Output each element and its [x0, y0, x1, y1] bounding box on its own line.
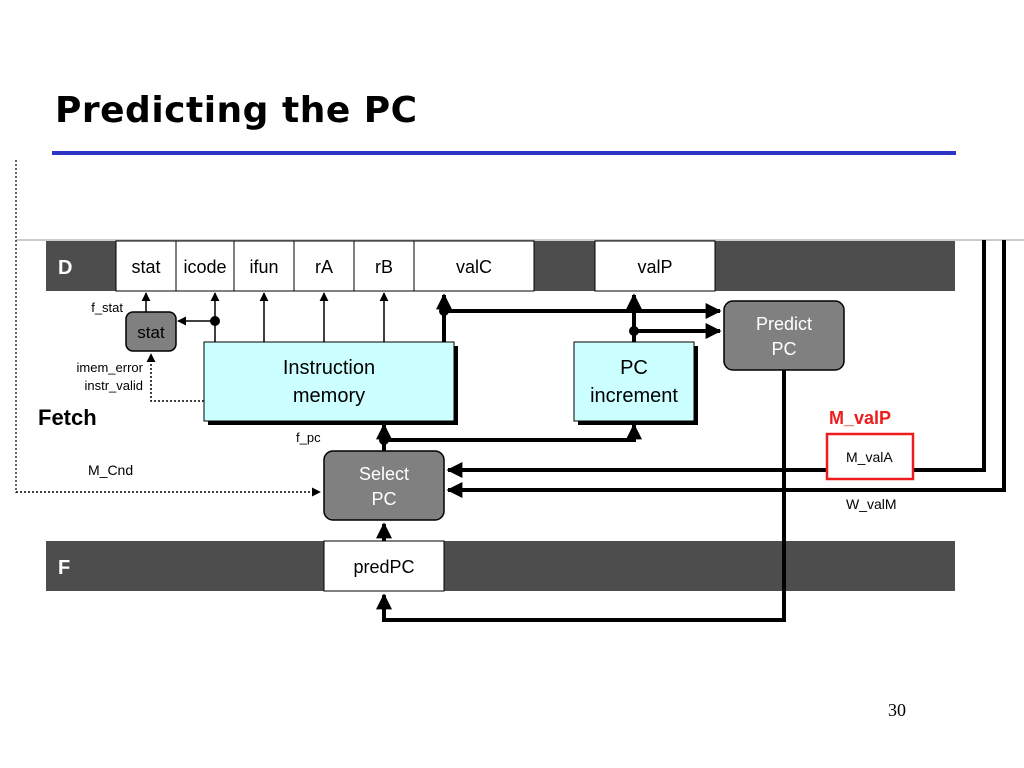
wire-predict-to-f	[376, 370, 786, 622]
page-number: 30	[888, 700, 906, 720]
select-pc-line2: PC	[371, 489, 396, 509]
wire-imem-error	[146, 353, 204, 402]
d-field-valc: valC	[456, 257, 492, 277]
thick-datapath-wires	[376, 240, 1006, 622]
label-w-valm: W_valM	[846, 496, 897, 512]
label-instr-valid: instr_valid	[84, 378, 143, 393]
wire-w-valm	[446, 240, 1006, 498]
wire-m-vala	[446, 240, 986, 478]
instruction-memory-block: Instruction memory	[203, 341, 458, 425]
d-field-valp: valP	[637, 257, 672, 277]
predict-pc-line1: Predict	[756, 314, 812, 334]
instruction-memory-line1: Instruction	[283, 357, 375, 379]
title-underline	[52, 151, 956, 155]
predict-pc-block: Predict PC	[723, 300, 845, 371]
wire-fpc-to-increment	[384, 423, 642, 442]
junction-icode	[210, 316, 220, 326]
d-field-stat: stat	[131, 257, 160, 277]
d-field-valp-box	[594, 240, 716, 292]
d-field-ra-box	[293, 240, 355, 292]
label-f-pc: f_pc	[296, 430, 321, 445]
d-field-ra: rA	[315, 257, 333, 277]
d-field-ifun: ifun	[249, 257, 278, 277]
pc-increment-line1: PC	[620, 357, 648, 379]
stat-block: stat	[125, 311, 177, 352]
fetch-stage-label: Fetch	[38, 405, 97, 430]
d-field-rb-box	[353, 240, 415, 292]
junction-fpc	[379, 435, 389, 445]
f-field-predpc: predPC	[353, 557, 414, 577]
d-field-rb: rB	[375, 257, 393, 277]
pc-increment-block: PC increment	[573, 341, 698, 425]
label-m-cnd: M_Cnd	[88, 462, 133, 478]
stat-block-label: stat	[137, 323, 165, 342]
dotted-control-wires	[16, 353, 321, 497]
pc-increment-line2: increment	[590, 385, 678, 407]
d-field-icode-box	[175, 240, 235, 292]
predict-pc-line2: PC	[771, 339, 796, 359]
decode-pipeline-register: D stat icode ifun rA rB valC valP	[46, 240, 955, 292]
label-imem-error: imem_error	[77, 360, 144, 375]
f-register-bar	[46, 541, 955, 591]
junction-valp	[629, 326, 639, 336]
m-vala-highlight-box	[825, 432, 915, 481]
instruction-memory-line2: memory	[293, 385, 365, 407]
f-register-label: F	[58, 557, 70, 579]
label-f-stat: f_stat	[91, 300, 123, 315]
fetch-pipeline-register: F predPC	[46, 540, 955, 592]
imem-output-wires	[141, 292, 389, 342]
select-pc-line1: Select	[359, 464, 409, 484]
d-field-ifun-box	[233, 240, 295, 292]
d-field-valc-box	[413, 240, 535, 292]
slide-title: Predicting the PC	[55, 90, 418, 131]
label-m-valp: M_valP	[829, 408, 891, 428]
junction-valc	[439, 306, 449, 316]
f-field-predpc-box	[323, 540, 445, 592]
select-pc-block: Select PC	[323, 450, 445, 521]
d-register-label: D	[58, 257, 72, 279]
label-m-vala: M_valA	[846, 449, 893, 465]
d-field-icode: icode	[183, 257, 226, 277]
